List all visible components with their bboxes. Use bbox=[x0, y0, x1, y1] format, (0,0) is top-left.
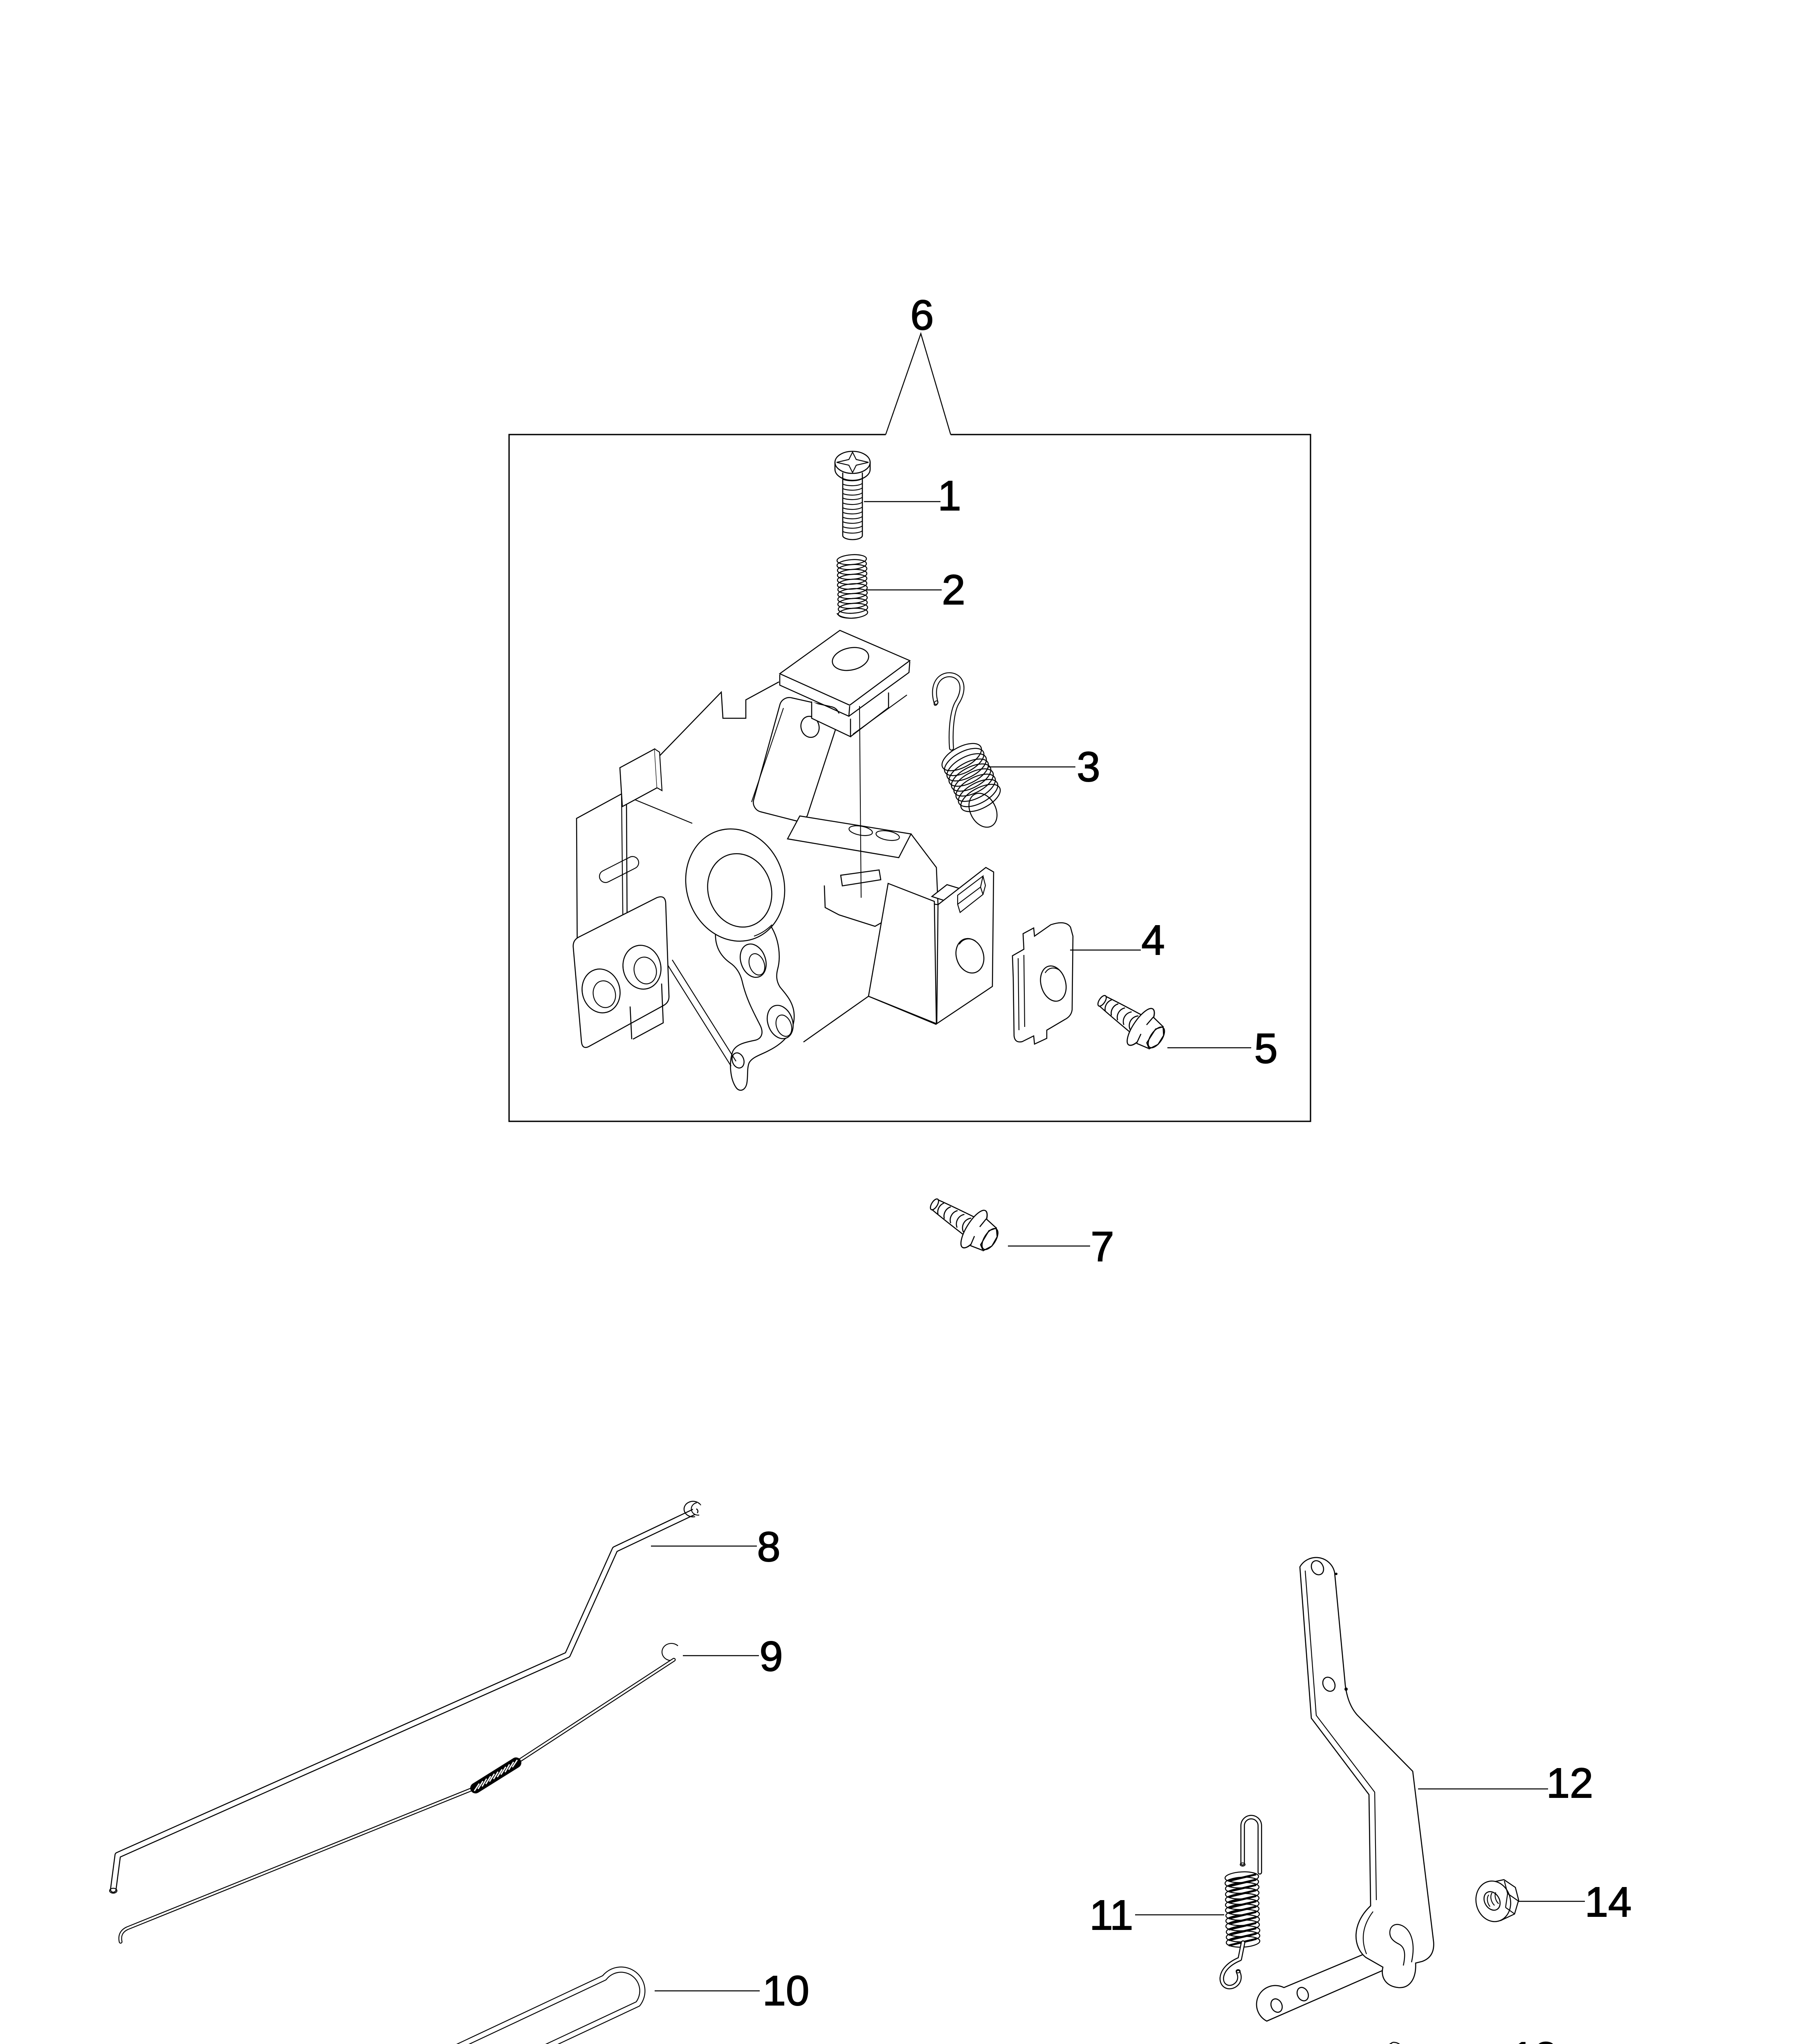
svg-text:11: 11 bbox=[1090, 1892, 1133, 1939]
svg-text:13: 13 bbox=[1511, 2033, 1558, 2044]
svg-text:6: 6 bbox=[910, 291, 934, 338]
svg-text:1: 1 bbox=[938, 472, 961, 519]
svg-text:14: 14 bbox=[1585, 1878, 1632, 1925]
svg-text:4: 4 bbox=[1141, 917, 1165, 964]
svg-text:2: 2 bbox=[942, 566, 965, 613]
svg-text:10: 10 bbox=[763, 1967, 810, 2014]
svg-text:7: 7 bbox=[1091, 1223, 1114, 1270]
svg-text:5: 5 bbox=[1254, 1025, 1277, 1072]
svg-text:8: 8 bbox=[757, 1523, 780, 1570]
svg-text:12: 12 bbox=[1546, 1759, 1593, 1806]
svg-text:3: 3 bbox=[1077, 743, 1100, 790]
svg-text:9: 9 bbox=[759, 1633, 783, 1680]
